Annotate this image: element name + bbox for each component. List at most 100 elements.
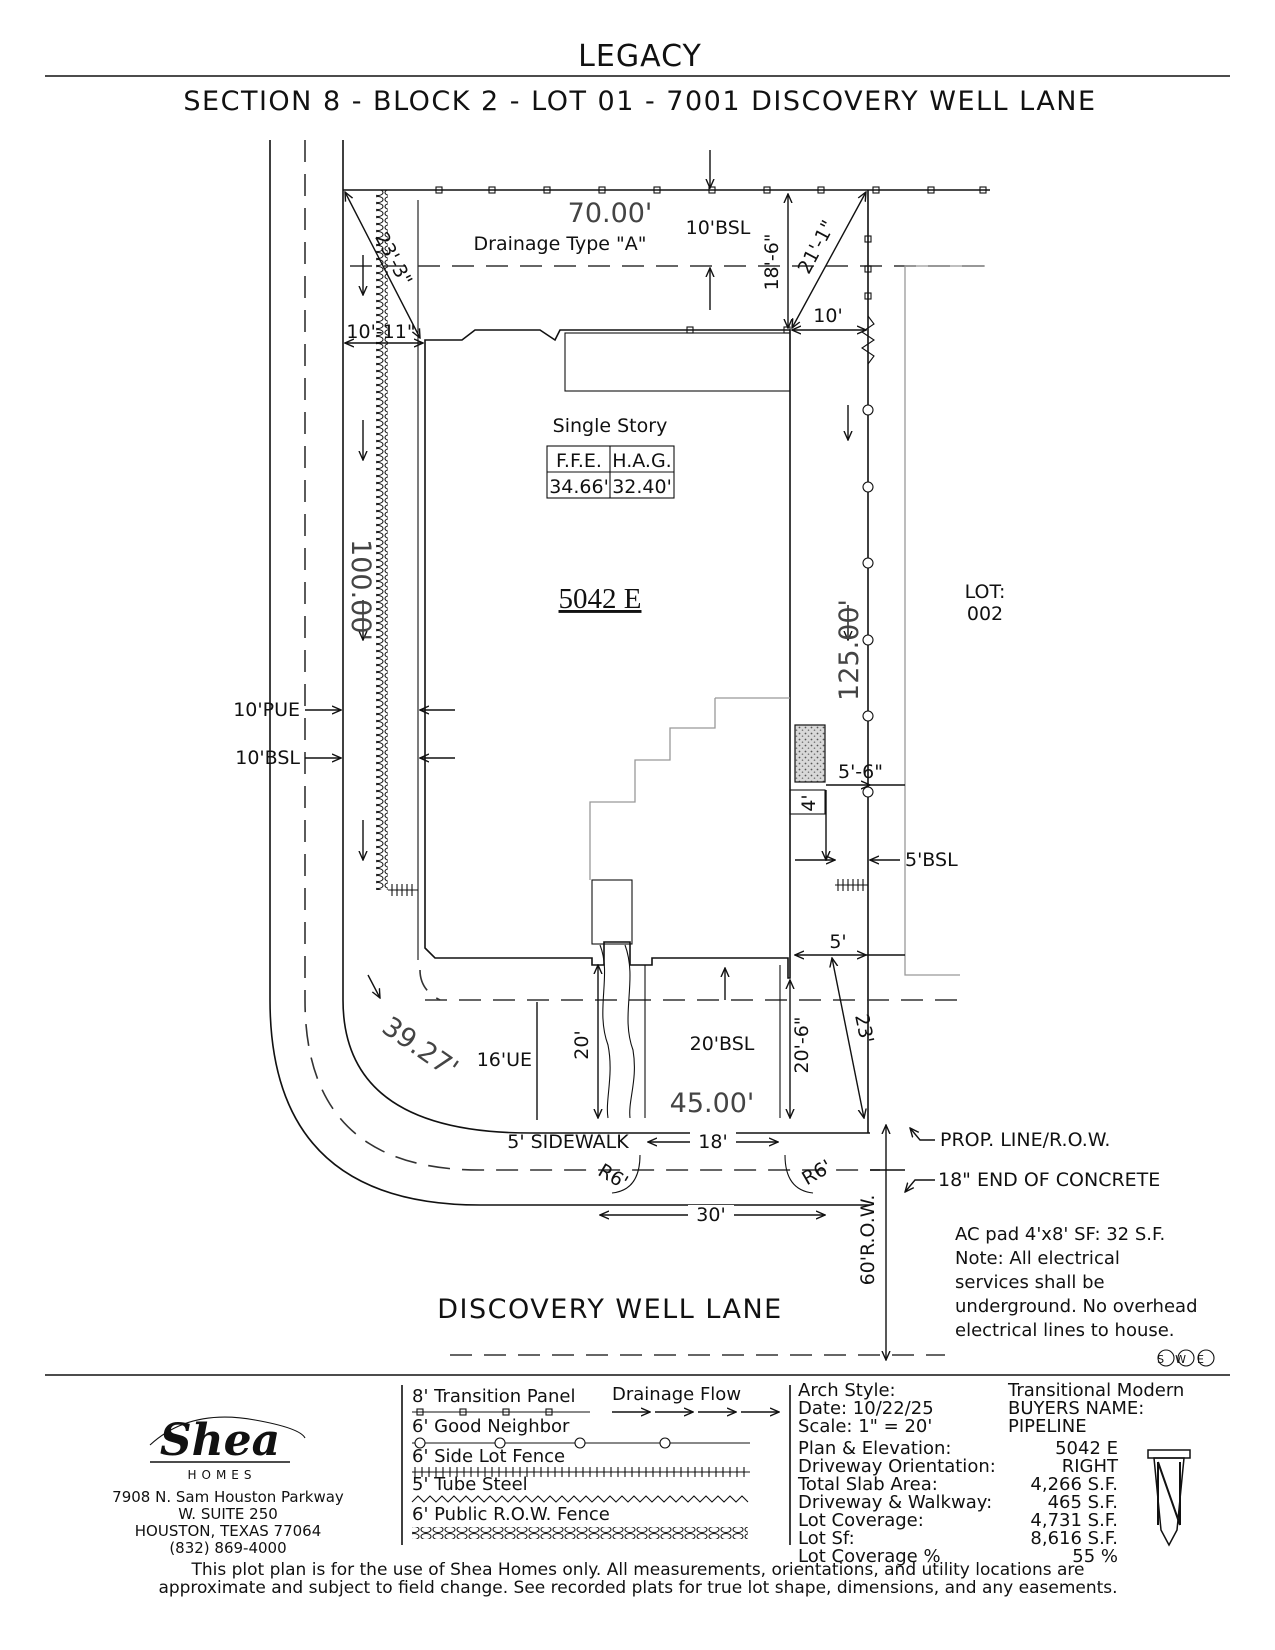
swe-stamp <box>1157 1349 1215 1367</box>
note-line-2: services shall be <box>955 1272 1105 1293</box>
info-row-value: 8,616 S.F. <box>1030 1528 1118 1549</box>
legend-side-fence-symbol <box>412 1467 750 1477</box>
info-row-label: Total Slab Area: <box>797 1474 938 1495</box>
rear-post-1 <box>686 326 694 334</box>
ue-label: 16'UE <box>477 1049 532 1071</box>
neighbor-lot-label: LOT: <box>965 581 1006 603</box>
neighbor-lot-number: 002 <box>967 603 1003 625</box>
note-line-3: underground. No overhead <box>955 1296 1198 1317</box>
drive-width-label: 18' <box>698 1131 727 1153</box>
dim-corner-right-label: 21'-1" <box>794 217 840 278</box>
svg-text:HOMES: HOMES <box>187 1468 256 1482</box>
address-line-1: 7908 N. Sam Houston Parkway <box>112 1488 344 1506</box>
legend-tube-steel-label: 5' Tube Steel <box>412 1474 528 1495</box>
disclaimer-line-1: This plot plan is for the use of Shea Ho… <box>191 1560 1085 1580</box>
right-depth-label: 125.00' <box>834 599 865 701</box>
left-bsl-label: 10'BSL <box>235 747 300 769</box>
front-bsl-corner <box>419 969 441 1001</box>
property-line-curve <box>342 140 870 1134</box>
front-width-label: 45.00' <box>670 1088 755 1119</box>
legend-drainage-label: Drainage Flow <box>612 1384 741 1405</box>
legend-public-fence-label: 6' Public R.O.W. Fence <box>412 1504 610 1525</box>
drainage-type-label: Drainage Type "A" <box>474 233 647 255</box>
prop-line-leader <box>910 1128 935 1141</box>
ac-pad-note: AC pad 4'x8' SF: 32 S.F. <box>955 1224 1165 1245</box>
legend-tube-steel-symbol <box>411 1495 749 1503</box>
front-corner-dim <box>832 958 864 1118</box>
end-concrete-leader <box>905 1179 935 1192</box>
address-phone: (832) 869-4000 <box>169 1539 286 1557</box>
disclaimer-line-2: approximate and subject to field change.… <box>158 1578 1117 1598</box>
rear-patio <box>564 332 791 392</box>
dim-corner-left-line <box>345 192 420 338</box>
curve-arrow <box>367 974 380 998</box>
page-subtitle: SECTION 8 - BLOCK 2 - LOT 01 - 7001 DISC… <box>183 86 1096 117</box>
curb-cut-label-bg <box>688 1205 734 1227</box>
elevation-table <box>546 445 675 499</box>
walkway-right <box>624 944 635 1119</box>
dim-side-right-label: 10' <box>813 305 842 327</box>
driveway-apron-left <box>611 1154 641 1194</box>
public-row-fence-left <box>376 190 388 890</box>
garage-interior-lines <box>589 697 790 880</box>
scale-label: Scale: 1" = 20' <box>798 1416 932 1437</box>
front-bsl-label: 20'BSL <box>690 1033 755 1055</box>
legend-public-fence-symbol <box>412 1527 748 1539</box>
page-title: LEGACY <box>578 39 702 74</box>
note-line-4: electrical lines to house. <box>955 1320 1175 1341</box>
info-row-label: Lot Sf: <box>798 1528 855 1549</box>
front-porch <box>591 879 633 945</box>
hag-value: 32.40' <box>612 476 672 498</box>
address-line-3: HOUSTON, TEXAS 77064 <box>135 1522 322 1540</box>
curve-length-label: 39.27' <box>376 1011 463 1085</box>
front-setback-label: 20'-6" <box>791 1016 813 1073</box>
row-label: 60'R.O.W. <box>857 1195 879 1286</box>
info-row-label: Driveway & Walkway: <box>798 1492 992 1513</box>
address-line-2: W. SUITE 250 <box>178 1505 278 1523</box>
swe-stamp-text: SWE <box>1157 1353 1215 1366</box>
left-fence-end-ticks <box>388 884 418 896</box>
dim-rear-depth-label: 18'-6" <box>761 233 783 290</box>
ac-pad <box>794 724 826 783</box>
buyer-name-label: BUYERS NAME: <box>1008 1398 1144 1419</box>
legend-transition-symbol <box>412 1408 590 1416</box>
left-depth-label: 100.00' <box>345 539 376 641</box>
street-name: DISCOVERY WELL LANE <box>437 1294 782 1325</box>
dim-side-left-label: 10'-11" <box>346 321 415 343</box>
legend-good-neighbor-label: 6' Good Neighbor <box>412 1416 570 1437</box>
legend-transition-label: 8' Transition Panel <box>412 1386 575 1407</box>
date-label: Date: 10/22/25 <box>798 1398 934 1419</box>
legend-good-neighbor-symbol <box>412 1437 750 1449</box>
front-corner-label: 23' <box>850 1012 878 1045</box>
curb-line-outer <box>269 140 870 1206</box>
hag-label: H.A.G. <box>612 450 671 472</box>
rear-width-label: 70.00' <box>568 198 653 229</box>
drainage-flow-arrows <box>363 255 848 860</box>
ffe-value: 34.66' <box>549 476 609 498</box>
radius-right-label: R6' <box>798 1156 835 1190</box>
info-row-value: 55 % <box>1072 1546 1118 1567</box>
svg-text:Shea: Shea <box>160 1415 280 1466</box>
ac-service-box <box>789 789 826 815</box>
ac-side-dim-label: 5'-6" <box>838 761 883 783</box>
buyer-name-value: PIPELINE <box>1008 1416 1087 1437</box>
info-row-label: Lot Coverage: <box>798 1510 924 1531</box>
walk-dim-label: 20' <box>571 1030 593 1059</box>
house-footprint <box>424 329 791 979</box>
curb-cut-label: 30' <box>696 1204 725 1226</box>
right-bsl-label: 5'BSL <box>905 849 958 871</box>
end-concrete-label: 18" END OF CONCRETE <box>938 1169 1160 1191</box>
info-row-label: Plan & Elevation: <box>798 1438 951 1459</box>
road-center-dashed <box>304 140 880 1171</box>
walkway-left <box>599 944 611 1119</box>
arch-style-value: Transitional Modern <box>1007 1380 1184 1401</box>
driveway-apron-right <box>784 1154 814 1194</box>
prop-line-label: PROP. LINE/R.O.W. <box>940 1129 1110 1151</box>
drive-width-label-bg <box>690 1130 736 1152</box>
sidewalk-label: 5' SIDEWALK <box>507 1131 629 1153</box>
ffe-label: F.F.E. <box>556 450 602 472</box>
info-row-value: 4,731 S.F. <box>1030 1510 1118 1531</box>
legend-side-fence-label: 6' Side Lot Fence <box>412 1446 565 1467</box>
north-arrow-icon <box>1147 1449 1191 1547</box>
